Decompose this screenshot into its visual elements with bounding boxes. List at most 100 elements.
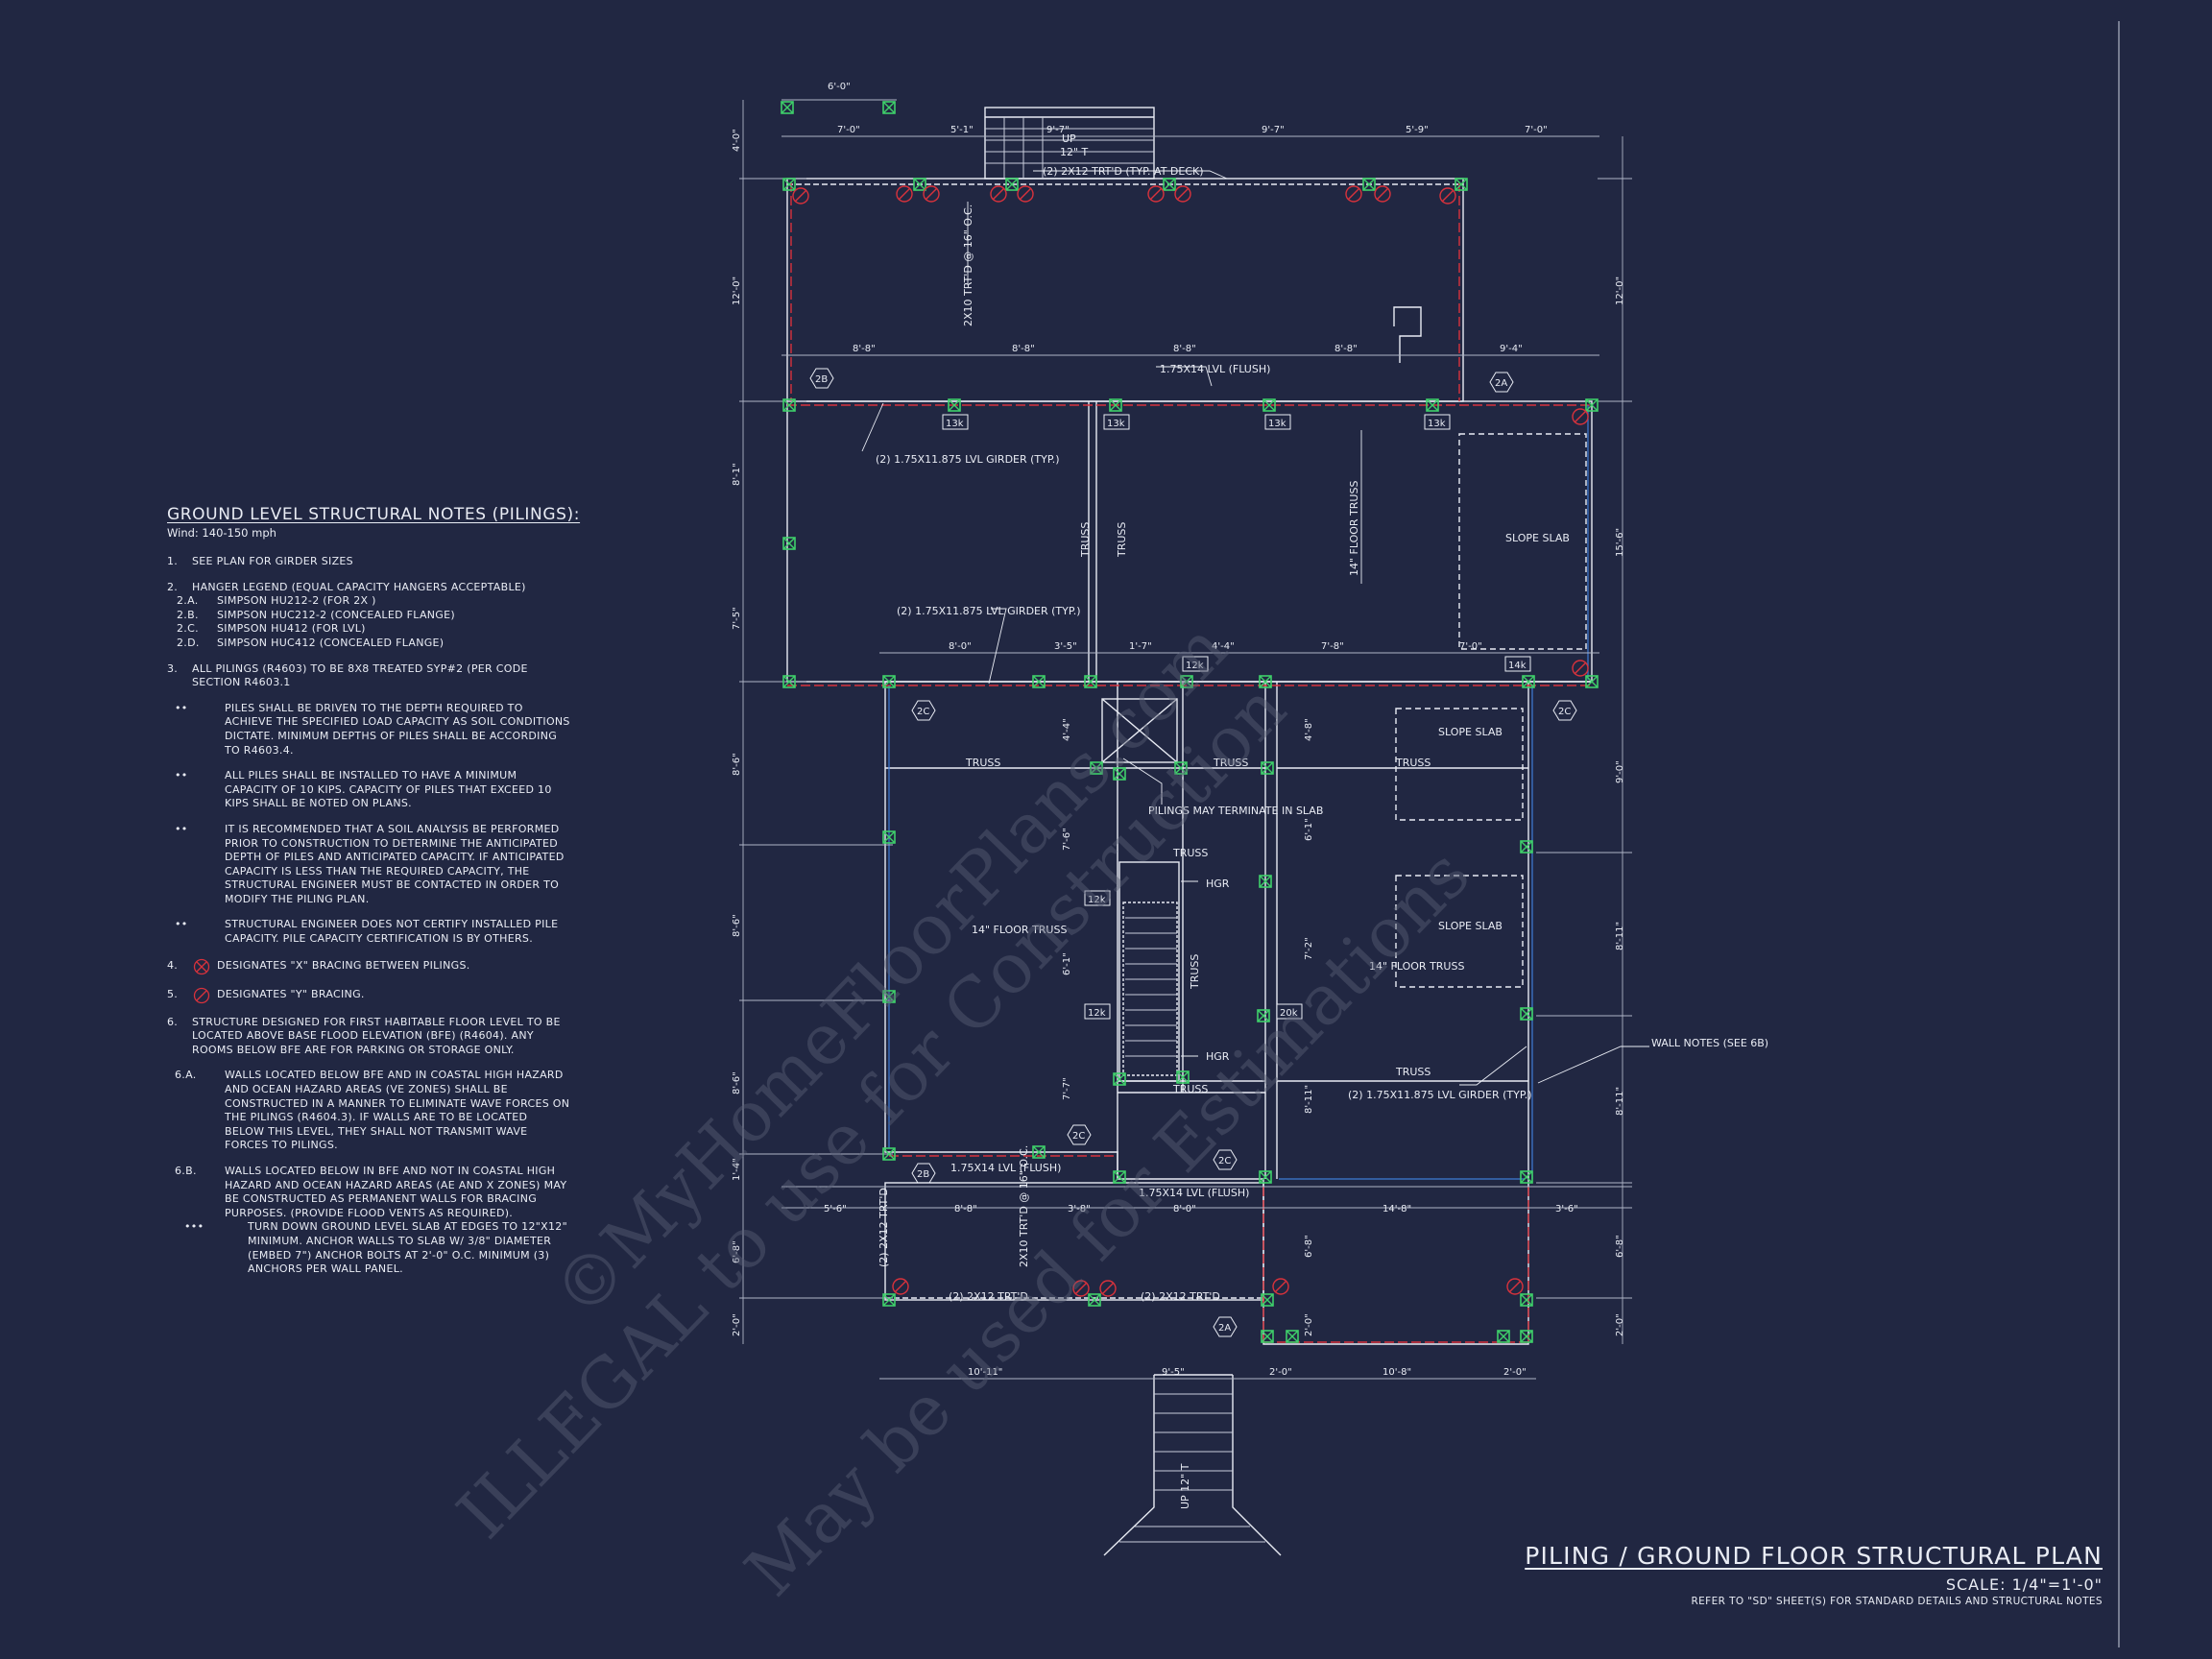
note-text: STRUCTURE DESIGNED FOR FIRST HABITABLE F… <box>192 1015 561 1056</box>
truss-label-4: TRUSS <box>1395 1066 1431 1078</box>
slope-slab-label-1: SLOPE SLAB <box>1505 532 1570 544</box>
floor-truss-vertical-label: 14" FLOOR TRUSS <box>1348 481 1360 576</box>
title-block: PILING / GROUND FLOOR STRUCTURAL PLAN SC… <box>1525 1542 2103 1607</box>
note-item-2: 2. HANGER LEGEND (EQUAL CAPACITY HANGERS… <box>167 581 570 595</box>
girder-right-label: (2) 1.75x11.875 LVL GIRDER (TYP.) <box>1348 1089 1532 1101</box>
note-text: SEE PLAN FOR GIRDER SIZES <box>192 555 353 567</box>
note-text: ALL PILES SHALL BE INSTALLED TO HAVE A M… <box>225 769 552 810</box>
hanger-tag-2: 2C <box>917 707 929 717</box>
note-text: STRUCTURAL ENGINEER DOES NOT CERTIFY INS… <box>225 918 559 946</box>
capacity-tag-5: 14k <box>1508 661 1527 671</box>
dim-lower-4: 14'-8" <box>1382 1204 1411 1214</box>
floor-truss-label-1: 14" FLOOR TRUSS <box>972 924 1067 936</box>
stair-up-label: UP <box>1062 132 1076 145</box>
capacity-tag-4: 12k <box>1186 661 1204 671</box>
note-num: •• <box>175 822 188 835</box>
truss-label-5: TRUSS <box>1172 847 1208 859</box>
dim-bottom-3: 10'-8" <box>1382 1367 1411 1378</box>
note-item-2b: 2.B. SIMPSON HUC212-2 (CONCEALED FLANGE) <box>167 609 570 623</box>
dim-mid-1: 3'-5" <box>1054 641 1077 652</box>
plan-title: PILING / GROUND FLOOR STRUCTURAL PLAN <box>1525 1542 2103 1570</box>
stair-risers-label: 12" T <box>1060 146 1089 158</box>
note-item-1: 1. SEE PLAN FOR GIRDER SIZES <box>167 555 570 569</box>
hanger-tag-1: 2A <box>1495 378 1507 389</box>
note-text: WALLS LOCATED BELOW BFE AND IN COASTAL H… <box>225 1069 570 1152</box>
note-text: IT IS RECOMMENDED THAT A SOIL ANALYSIS B… <box>225 822 565 905</box>
dim-lower-0: 5'-6" <box>824 1204 847 1214</box>
plan-labels: (2) 2x12 TRT'D (TYP. AT DECK) 2x10 TRT'D… <box>876 132 1768 1509</box>
dim-bottom-4: 2'-0" <box>1503 1367 1527 1378</box>
dim-inner-5: 6'-1" <box>1304 818 1314 841</box>
hanger-tag-5: 2B <box>917 1169 929 1180</box>
note-num: 4. <box>167 959 179 973</box>
dim-right-1: 15'-6" <box>1615 528 1625 557</box>
dim-upper-4: 9'-4" <box>1500 344 1523 354</box>
truss-label-6: TRUSS <box>1172 1083 1208 1095</box>
dim-left-8: 6'-8" <box>732 1240 742 1263</box>
dimension-lines <box>739 99 1632 1380</box>
capacity-tag-7: 12k <box>1088 1008 1106 1019</box>
note-item-3: 3. ALL PILINGS (R4603) TO BE 8X8 TREATED… <box>167 662 570 690</box>
dim-right-0: 12'-0" <box>1615 276 1625 305</box>
dim-right-5: 6'-8" <box>1615 1235 1625 1258</box>
note-item-5: 5. DESIGNATES "Y" BRACING. <box>167 987 570 1004</box>
dim-lower-3: 8'-0" <box>1173 1204 1196 1214</box>
dim-inner-0: 4'-4" <box>1062 718 1072 741</box>
dim-left-5: 8'-6" <box>732 914 742 937</box>
dim-top-6: 7'-0" <box>1525 125 1548 135</box>
dim-mid-4: 7'-8" <box>1321 641 1344 652</box>
note-text: DESIGNATES "X" BRACING BETWEEN PILINGS. <box>217 959 470 973</box>
dim-upper-1: 8'-8" <box>1012 344 1035 354</box>
dim-lower-2: 3'-8" <box>1068 1204 1091 1214</box>
note-num: 2. <box>167 580 179 593</box>
note-item-2a: 2.A. SIMPSON HU212-2 (FOR 2X ) <box>167 594 570 609</box>
note-num: 6.B. <box>175 1165 197 1177</box>
note-text: ALL PILINGS (R4603) TO BE 8X8 TREATED SY… <box>192 661 528 689</box>
dim-upper-0: 8'-8" <box>853 344 876 354</box>
plan-reference-note: REFER TO "SD" SHEET(S) FOR STANDARD DETA… <box>1691 1596 2103 1607</box>
note-num: 6. <box>167 1015 179 1028</box>
dim-upper-2: 8'-8" <box>1173 344 1196 354</box>
deck-girder-label: (2) 2x12 TRT'D (TYP. AT DECK) <box>1043 165 1204 178</box>
note-text: TURN DOWN GROUND LEVEL SLAB AT EDGES TO … <box>248 1220 567 1276</box>
girder-lines <box>787 182 1592 1343</box>
dim-left-0: 4'-0" <box>732 129 742 152</box>
note-item-2d: 2.D. SIMPSON HUC412 (CONCEALED FLANGE) <box>167 637 570 651</box>
dim-right-4: 8'-11" <box>1615 1087 1625 1116</box>
note-num: 2.D. <box>177 636 200 649</box>
note-item-4: 4. DESIGNATES "X" BRACING BETWEEN PILING… <box>167 958 570 975</box>
dim-inner-7: 8'-11" <box>1304 1085 1314 1114</box>
dim-inner-8: 6'-8" <box>1304 1235 1314 1258</box>
dim-bottom-2: 2'-0" <box>1269 1367 1292 1378</box>
pilings-terminate-label: PILINGS MAY TERMINATE IN SLAB <box>1148 805 1323 817</box>
dim-left-4: 8'-6" <box>732 753 742 776</box>
deck-joist-label: 2x10 TRT'D @ 16" O.C. <box>962 204 974 326</box>
notes-subtitle: Wind: 140-150 mph <box>167 526 276 540</box>
dim-top-5: 5'-9" <box>1406 125 1429 135</box>
note-text: DESIGNATES "Y" BRACING. <box>217 988 365 1001</box>
note-num: 2.C. <box>177 622 199 636</box>
dim-right-6: 2'-0" <box>1615 1313 1625 1336</box>
capacity-tags: 13k 13k 13k 13k 12k 14k 12k 12k 20k <box>942 414 1531 1020</box>
slope-slab-label-3: SLOPE SLAB <box>1438 920 1503 932</box>
hanger-tag-6: 2C <box>1218 1156 1231 1166</box>
note-item-bullet-1: •• PILES SHALL BE DRIVEN TO THE DEPTH RE… <box>167 702 570 757</box>
lvl-flush-left-label: 1.75x14 LVL (FLUSH) <box>950 1162 1061 1174</box>
dim-mid-2: 1'-7" <box>1129 641 1152 652</box>
dim-inner-2: 6'-1" <box>1062 952 1072 975</box>
stair-treads <box>985 117 1265 1543</box>
y-bracing-icon <box>193 987 210 1003</box>
note-text: WALLS LOCATED BELOW IN BFE AND NOT IN CO… <box>225 1165 567 1219</box>
note-item-6b: 6.B. WALLS LOCATED BELOW IN BFE AND NOT … <box>167 1165 570 1220</box>
dim-top-2: 5'-1" <box>950 125 974 135</box>
dim-left-6: 8'-6" <box>732 1071 742 1094</box>
truss-label-7: TRUSS <box>1079 522 1092 558</box>
note-text: SIMPSON HU412 (FOR LVL) <box>217 622 366 636</box>
hgr-label-1: HGR <box>1206 878 1230 890</box>
girder-left-label: (2) 1.75x11.875 LVL GIRDER (TYP.) <box>876 453 1060 466</box>
note-text: SIMPSON HU212-2 (FOR 2X ) <box>217 594 376 608</box>
note-item-2c: 2.C. SIMPSON HU412 (FOR LVL) <box>167 622 570 637</box>
slope-slab-label-2: SLOPE SLAB <box>1438 726 1503 738</box>
plan-scale: SCALE: 1/4"=1'-0" <box>1945 1575 2103 1594</box>
truss-label-2: TRUSS <box>1213 757 1248 769</box>
